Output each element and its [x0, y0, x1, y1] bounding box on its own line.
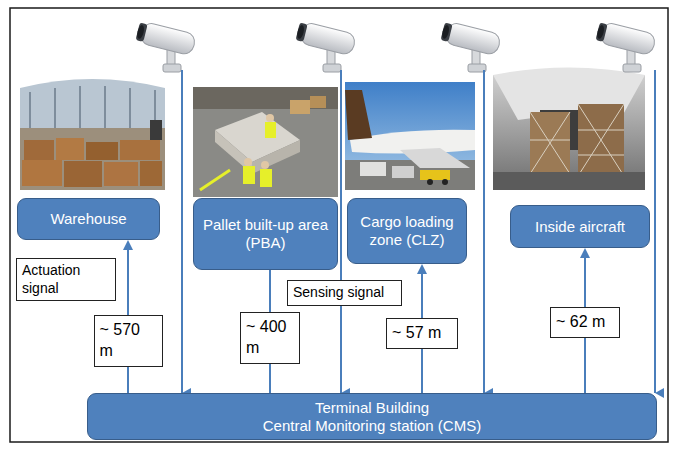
- distance-label: ~ 57 m: [386, 318, 458, 349]
- arrow-head: [123, 240, 133, 250]
- box-text: Pallet built-up area (PBA): [200, 216, 331, 252]
- location-box: Warehouse: [17, 198, 160, 240]
- location-box: Inside aircraft: [510, 205, 650, 248]
- box-text: Terminal Building: [94, 399, 650, 417]
- location-box: Cargo loading zone (CLZ): [347, 198, 467, 264]
- warehouse-photo: [20, 79, 165, 190]
- pallet-photo: [193, 87, 338, 197]
- aircraft-photo: [345, 82, 475, 190]
- box-text: Sensing signal: [293, 284, 396, 302]
- sensing-line: [181, 70, 183, 393]
- distance-label: ~ 62 m: [550, 307, 620, 338]
- distance-label: ~ 400 m: [240, 312, 300, 364]
- box-text: Warehouse: [24, 210, 153, 228]
- sensing-line: [654, 70, 656, 393]
- box-text: Central Monitoring station (CMS): [94, 417, 650, 435]
- box-text: Cargo loading zone (CLZ): [354, 213, 460, 249]
- box-text: Actuation signal: [22, 262, 110, 297]
- box-text: Inside aircraft: [517, 218, 643, 236]
- frame: [10, 8, 668, 442]
- location-box: Pallet built-up area (PBA): [193, 198, 338, 270]
- sensing-line: [483, 70, 485, 393]
- monitoring-station-box: Terminal BuildingCentral Monitoring stat…: [87, 393, 657, 440]
- camera-icon: [440, 21, 502, 72]
- distance-label: ~ 570 m: [94, 315, 163, 367]
- camera-icon: [295, 21, 357, 72]
- sensing-line: [340, 70, 342, 393]
- signal-key-box: Sensing signal: [287, 280, 402, 306]
- signal-key-box: Actuation signal: [16, 258, 116, 301]
- arrow-head: [417, 264, 427, 274]
- camera-icon: [595, 21, 657, 72]
- arrow-head: [580, 248, 590, 258]
- hold-photo: [493, 68, 645, 191]
- camera-icon: [135, 21, 197, 72]
